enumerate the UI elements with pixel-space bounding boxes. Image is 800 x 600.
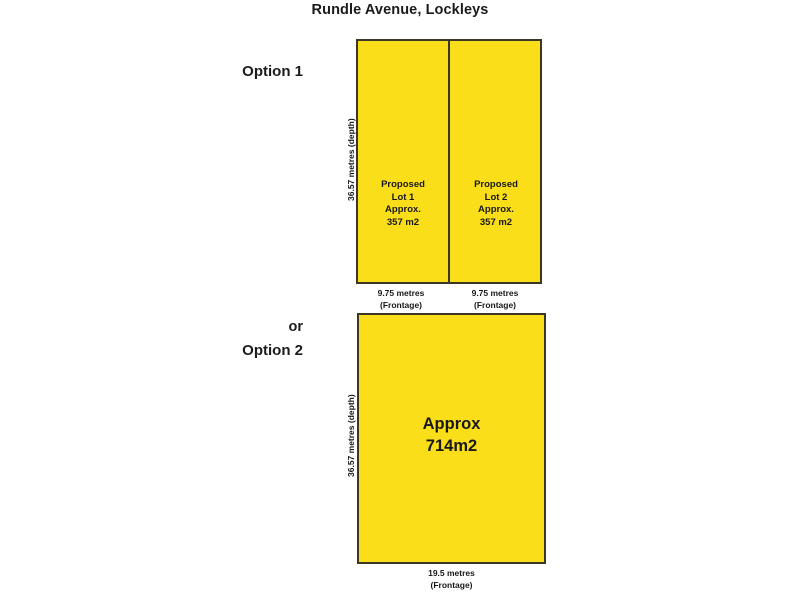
option-1-lot-block: Proposed Lot 1 Approx. 357 m2 Proposed L… (356, 39, 542, 284)
lot-2-line-3: Approx. (478, 204, 514, 216)
lot-1-frontage-label: 9.75 metres (Frontage) (356, 287, 446, 312)
lot-1-line-4: 357 m2 (386, 216, 420, 228)
lot-2-line-4: 357 m2 (479, 216, 513, 228)
option-2-frontage-measure: 19.5 metres (428, 568, 475, 578)
lot-1-line-2: Lot 1 (391, 191, 415, 203)
option-2-depth-label: 36.57 metres (depth) (346, 394, 356, 477)
option-1-label: Option 1 (242, 63, 303, 80)
option-2-area-annotation: Approx 714m2 (359, 413, 544, 458)
option-2-label: Option 2 (242, 342, 303, 359)
lot-1-frontage-caption: (Frontage) (379, 300, 423, 311)
option-2-area-line-1: Approx (422, 415, 481, 433)
lot-2-line-2: Lot 2 (484, 191, 508, 203)
option-2-area-line-2: 714m2 (425, 437, 478, 456)
option-1-depth-label: 36.57 metres (depth) (346, 118, 356, 201)
lot-1-frontage-measure: 9.75 metres (377, 288, 425, 298)
lot-divider-line (448, 41, 450, 282)
option-2-frontage-label: 19.5 metres (Frontage) (357, 567, 546, 592)
lot-1-annotation: Proposed Lot 1 Approx. 357 m2 (358, 179, 448, 229)
lot-2-annotation: Proposed Lot 2 Approx. 357 m2 (450, 179, 542, 229)
lot-2-line-1: Proposed (474, 179, 518, 190)
option-2-frontage-caption: (Frontage) (430, 580, 473, 591)
lot-1-line-3: Approx. (385, 204, 421, 216)
lot-2-frontage-caption: (Frontage) (473, 300, 517, 311)
lot-1-line-1: Proposed (381, 179, 425, 190)
lot-2-frontage-measure: 9.75 metres (471, 288, 519, 298)
page-title: Rundle Avenue, Lockleys (311, 2, 489, 18)
lot-2-frontage-label: 9.75 metres (Frontage) (448, 287, 542, 312)
option-2-lot-block: Approx 714m2 (357, 313, 546, 564)
or-separator-label: or (288, 319, 304, 335)
